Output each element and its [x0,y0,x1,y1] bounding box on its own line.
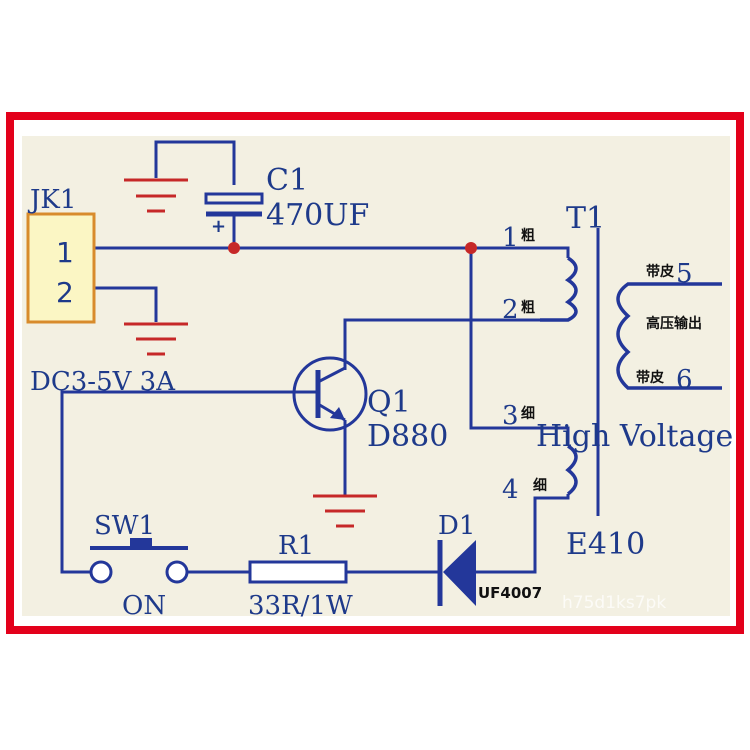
transistor-ref: Q1 [367,385,411,420]
wire-feedback [469,248,540,430]
switch-ref: SW1 [94,511,155,541]
transformer-pin-number: 1 [502,223,519,253]
wire-base [60,390,298,574]
capacitor-polarity: + [211,216,226,237]
connector-ref: JK1 [27,185,76,215]
connector-body [26,212,96,324]
transformer-pin-note: 粗 [521,227,535,244]
resistor-symbol [248,560,348,584]
transformer-pin-note: 粗 [521,299,535,316]
junction-node [465,242,477,254]
transformer-winding-feedback [565,444,578,496]
junction-node [228,242,240,254]
wire-pin1 [540,246,570,258]
transformer-winding-secondary [616,282,722,390]
watermark: h75d1ks7pk [562,593,666,613]
transistor-part: D880 [367,419,448,454]
connector-rating: DC3-5V 3A [30,367,176,397]
connector-pin2: 2 [56,276,74,309]
wire-pin4 [498,494,570,574]
transformer-pin-number: 3 [502,401,519,431]
transistor-symbol [292,356,368,432]
transformer-pin-note: 带皮 [636,369,664,386]
switch-symbol [89,538,189,584]
resistor-value: 33R/1W [248,591,353,621]
transformer-pin-note: 带皮 [646,263,674,280]
wire-pin3 [540,426,570,446]
transformer-pin-number: 2 [502,295,519,325]
ground-symbol [124,322,188,356]
transformer-winding-primary [540,256,578,322]
diode-symbol [437,540,498,606]
transformer-output-label: 高压输出 [646,315,702,332]
switch-state: ON [122,591,166,621]
resistor-ref: R1 [278,531,314,561]
diode-part: UF4007 [478,584,542,602]
transformer-ref: T1 [566,201,605,236]
wire-pin2-gnd [94,286,158,322]
transformer-pin-number: 4 [502,475,519,505]
transformer-pin-number: 6 [676,365,693,395]
diode-ref: D1 [438,511,475,541]
ground-symbol [124,178,188,213]
wire-collector [343,318,540,370]
schematic-board [22,136,730,616]
transformer-pin-note: 细 [533,477,547,494]
transformer-part: E410 [566,527,645,562]
ground-symbol [313,494,377,528]
capacitor-value: 470UF [266,198,369,233]
capacitor-ref: C1 [266,163,308,198]
transformer-pin-note: 细 [521,405,535,422]
wire-cap-bottom [154,140,236,185]
transformer-pin-number: 5 [676,259,693,289]
connector-pin1: 1 [56,236,74,269]
capacitor-symbol [204,192,264,217]
transformer-subtitle: High Voltage [536,419,733,454]
